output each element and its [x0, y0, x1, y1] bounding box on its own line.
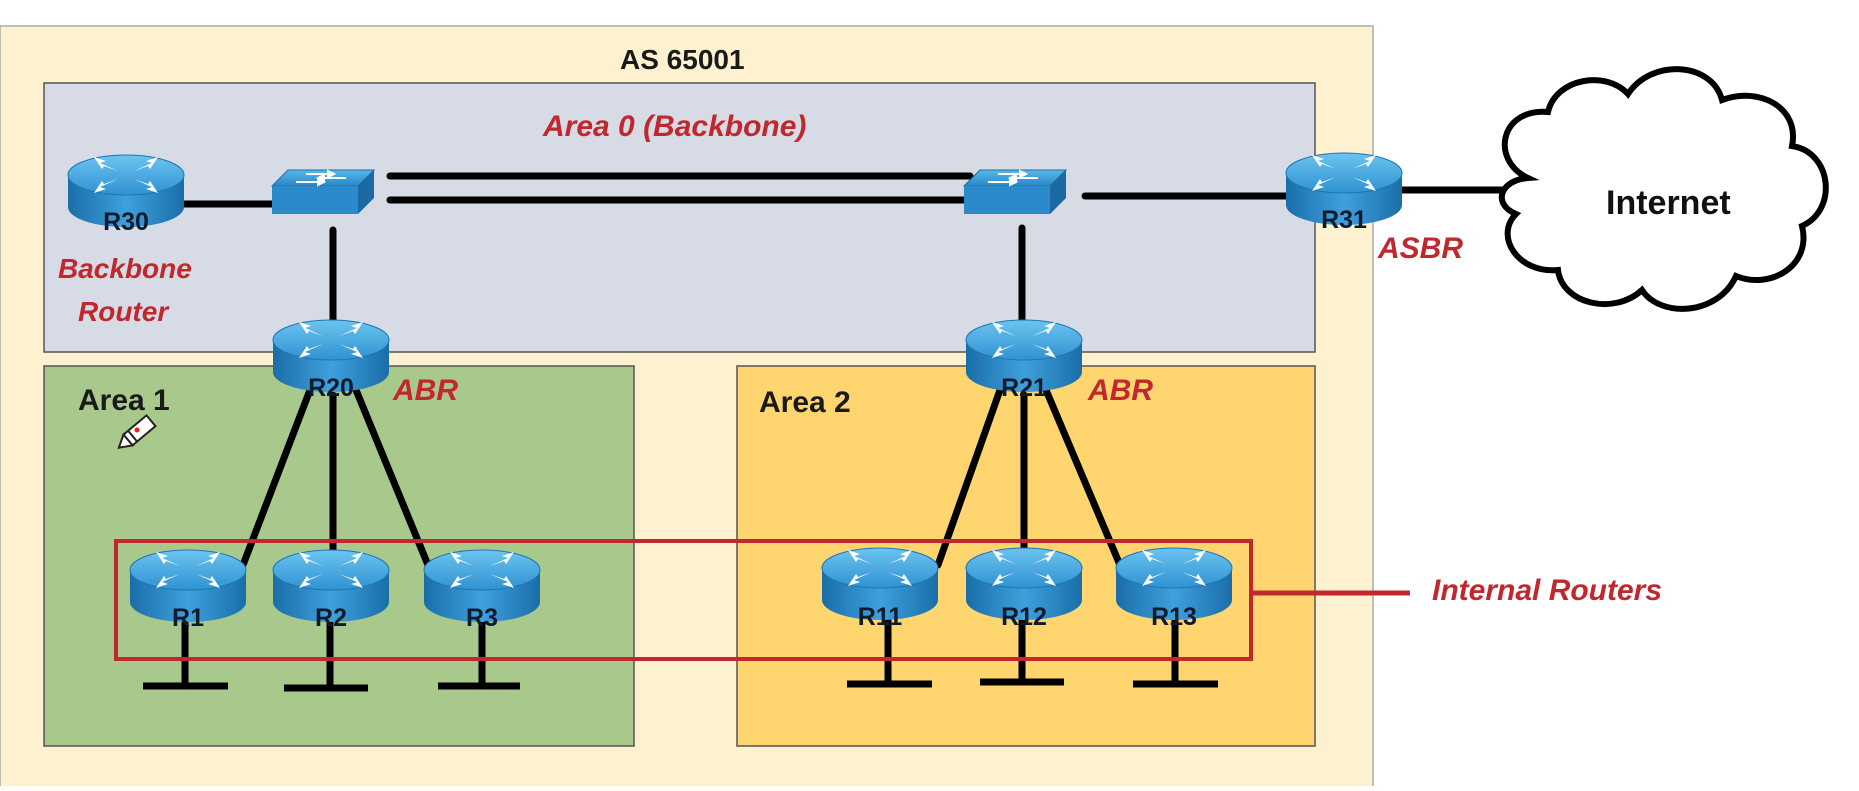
router-r12-label: R12	[1001, 603, 1047, 631]
router-r11-label: R11	[857, 603, 903, 631]
internal-routers-label: Internal Routers	[1432, 574, 1663, 607]
router-r20-label: R20	[308, 374, 354, 402]
area1-title: Area 1	[78, 384, 170, 417]
area2-title: Area 2	[759, 386, 851, 419]
area0-region	[43, 82, 1316, 353]
abr-label-left: ABR	[393, 374, 458, 407]
asbr-label: ASBR	[1378, 232, 1464, 265]
pen-cursor-icon	[117, 413, 157, 449]
internet-cloud-icon	[1498, 66, 1829, 312]
area0-title: Area 0 (Backbone)	[543, 110, 807, 143]
router-r3-label: R3	[466, 604, 498, 632]
backbone-router-label-line2: Router	[78, 296, 169, 327]
as-label: AS 65001	[620, 44, 745, 75]
backbone-switch-right	[963, 169, 1067, 215]
router-r31-label: R31	[1321, 206, 1367, 234]
router-r21-label: R21	[1001, 374, 1047, 402]
internal-routers-box	[114, 539, 1253, 661]
backbone-switch-left	[271, 169, 375, 215]
router-r13-label: R13	[1151, 603, 1197, 631]
backbone-router-label-line1: Backbone	[58, 253, 192, 284]
lan-stubs	[143, 678, 1218, 692]
abr-label-right: ABR	[1088, 374, 1153, 407]
router-r2-label: R2	[315, 604, 347, 632]
internet-label: Internet	[1606, 184, 1731, 222]
router-r30-label: R30	[103, 208, 149, 236]
router-r1-label: R1	[172, 604, 204, 632]
cursor-dot	[134, 427, 140, 433]
